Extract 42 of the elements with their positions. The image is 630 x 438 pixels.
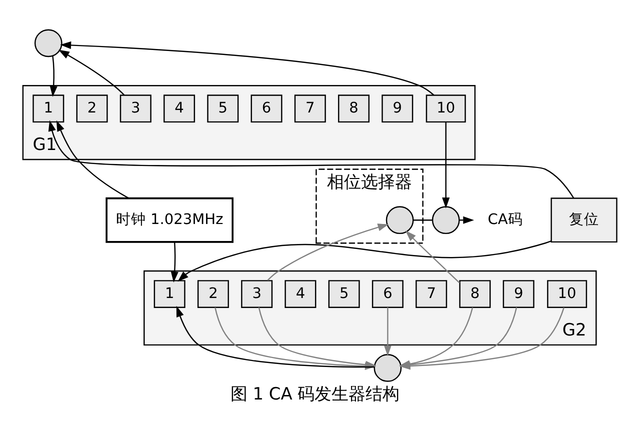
node-box: 时钟 1.023MHz [106,196,234,242]
node-box: 2 [197,280,229,308]
arrow [384,306,392,356]
node-circle [386,206,414,234]
node-circle [34,28,62,57]
node-box: 3 [120,94,152,122]
node-box: 1 [32,94,64,122]
node-box: 5 [207,94,239,122]
node-box: 4 [284,280,316,308]
node-box: 8 [459,280,491,308]
node-box: 10 [426,94,466,122]
arrow [56,120,129,198]
node-box: 5 [328,280,360,308]
node-box: 1 [154,280,186,308]
arrow [267,223,389,280]
arrow [60,40,434,96]
node-box: 6 [250,94,282,122]
arrow [178,240,552,282]
node-box: 4 [164,94,196,122]
cluster: 相位选择器 [316,168,424,244]
node-box: 7 [294,94,326,122]
node-box: 8 [338,94,370,122]
arrow [48,120,574,198]
arrow [170,241,178,282]
node-text: CA码 [488,211,523,228]
node-box: 复位 [550,197,618,242]
node-circle [432,206,460,234]
node-box: 9 [502,280,534,308]
arrow [58,49,125,95]
arrow [405,230,460,283]
node-box: 2 [76,94,108,122]
node-box: 10 [547,280,588,308]
arrow [442,122,450,208]
node-box: 3 [241,280,273,308]
arrow [50,55,58,96]
node-box: 6 [372,280,404,308]
caption: 图 1 CA 码发生器结构 [230,383,400,404]
arrow [176,305,374,368]
node-circle [374,354,402,382]
node-box: 7 [416,280,448,308]
node-box: 9 [382,94,414,122]
connector [414,219,432,220]
